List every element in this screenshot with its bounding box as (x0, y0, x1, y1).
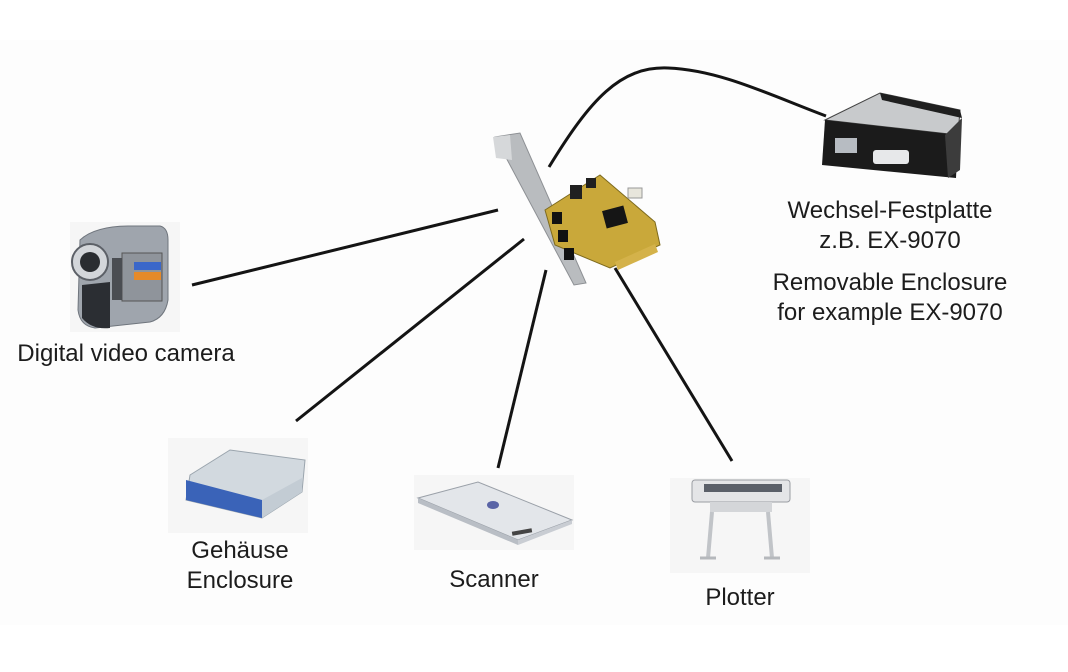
scanner-icon (414, 475, 574, 550)
label-enclosure: Gehäuse Enclosure (160, 536, 320, 596)
label-scanner: Scanner (414, 565, 574, 595)
label-removable-de: Wechsel-Festplatte z.B. EX-9070 (740, 196, 1040, 256)
link-removable (547, 66, 827, 168)
label-removable-de-line-1: Wechsel-Festplatte (787, 197, 993, 224)
link-enclosure (295, 237, 525, 423)
link-plotter (613, 267, 734, 462)
label-plotter: Plotter (660, 583, 820, 613)
link-camera (191, 208, 499, 287)
label-camera-line-1: Digital video camera (17, 340, 235, 367)
label-enclosure-line-1: Gehäuse (191, 537, 289, 564)
label-camera: Digital video camera (0, 339, 252, 369)
camera-icon (70, 222, 180, 332)
enclosure-icon (168, 438, 308, 533)
label-scanner-line-1: Scanner (449, 566, 539, 593)
label-enclosure-line-2: Enclosure (186, 567, 294, 594)
link-scanner (496, 269, 548, 469)
label-removable-en: Removable Enclosure for example EX-9070 (740, 268, 1040, 328)
label-removable-en-line-1: Removable Enclosure (772, 269, 1008, 296)
plotter-icon (670, 478, 810, 573)
removable-enclosure-icon (822, 92, 962, 178)
label-removable-en-line-2: for example EX-9070 (777, 299, 1003, 326)
label-removable-de-line-2: z.B. EX-9070 (819, 227, 961, 254)
pcie-card-icon (493, 132, 661, 286)
label-plotter-line-1: Plotter (705, 584, 775, 611)
